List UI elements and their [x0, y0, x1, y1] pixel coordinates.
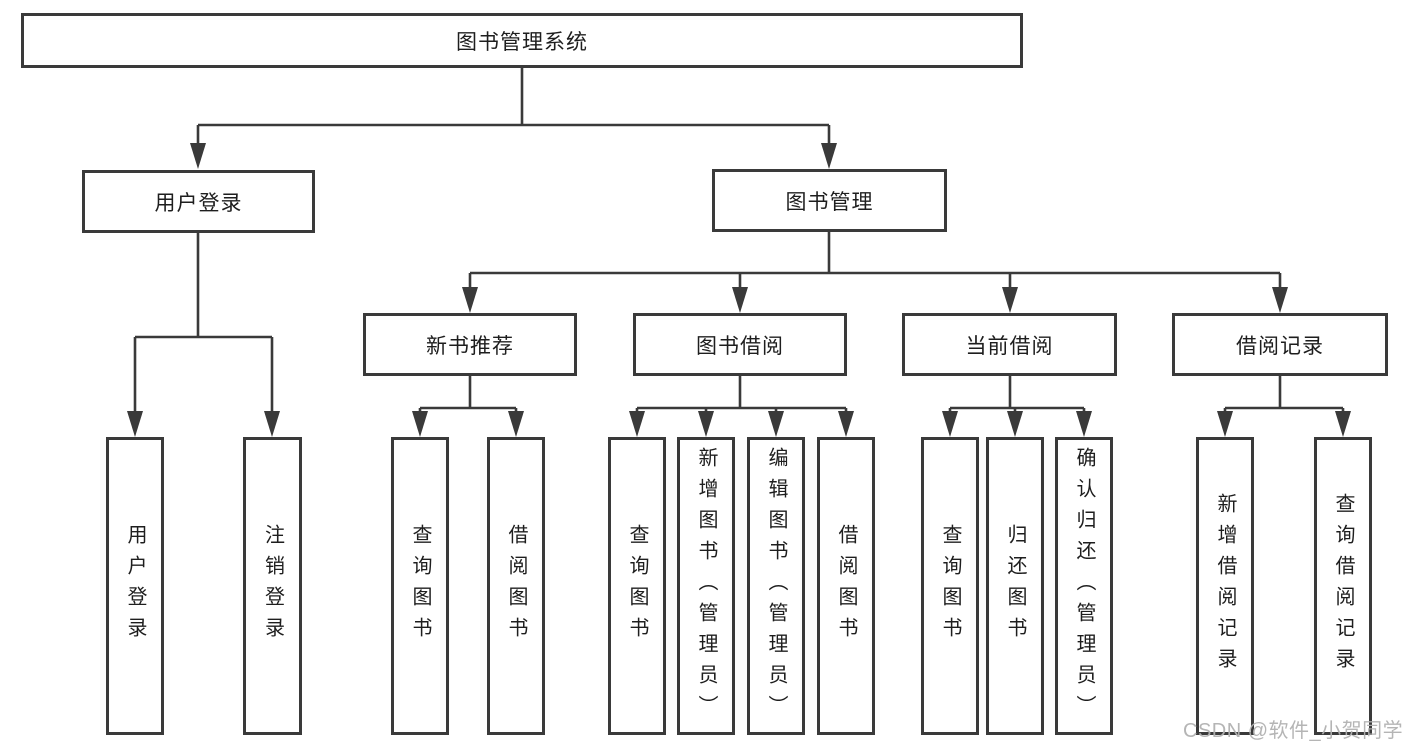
leaf-label: 归还图书: [1004, 524, 1026, 648]
leaf-return-books: 归还图书: [986, 437, 1044, 735]
leaf-add-borrow-record: 新增借阅记录: [1196, 437, 1254, 735]
node-label: 当前借阅: [965, 334, 1054, 358]
leaf-label: 用户登录: [124, 524, 146, 648]
node-label: 新书推荐: [426, 334, 514, 358]
node-label: 借阅记录: [1236, 334, 1324, 358]
leaf-borrow-books-recommend: 借阅图书: [487, 437, 545, 735]
leaf-query-books-recommend: 查询图书: [391, 437, 449, 735]
leaf-label: 查询借阅记录: [1332, 493, 1354, 679]
leaf-label: 注销登录: [261, 524, 284, 648]
leaf-label: 查询图书: [939, 524, 961, 648]
node-book-borrow: 图书借阅: [633, 313, 847, 376]
node-book-management: 图书管理: [712, 169, 947, 232]
leaf-label: 借阅图书: [835, 524, 857, 648]
leaf-label: 新增图书（管理员）: [695, 446, 717, 726]
leaf-user-login: 用户登录: [106, 437, 164, 735]
node-borrow-records: 借阅记录: [1172, 313, 1388, 376]
node-user-login: 用户登录: [82, 170, 315, 233]
node-label: 图书管理: [785, 190, 874, 214]
leaf-label: 确认归还（管理员）: [1073, 446, 1095, 726]
leaf-query-books-borrow: 查询图书: [608, 437, 666, 735]
node-root-library-system: 图书管理系统: [21, 13, 1023, 68]
leaf-add-books-admin: 新增图书（管理员）: [677, 437, 735, 735]
leaf-edit-books-admin: 编辑图书（管理员）: [747, 437, 805, 735]
leaf-label: 借阅图书: [505, 524, 527, 648]
leaf-label: 查询图书: [626, 524, 648, 648]
node-label: 图书借阅: [696, 334, 784, 358]
leaf-label: 新增借阅记录: [1214, 493, 1236, 679]
node-label: 图书管理系统: [456, 30, 588, 54]
leaf-query-books-current: 查询图书: [921, 437, 979, 735]
node-current-borrow: 当前借阅: [902, 313, 1117, 376]
leaf-borrow-books: 借阅图书: [817, 437, 875, 735]
node-label: 用户登录: [154, 191, 243, 215]
leaf-label: 查询图书: [409, 524, 431, 648]
csdn-watermark: CSDN @软件_小贺同学: [1183, 720, 1404, 742]
leaf-query-borrow-record: 查询借阅记录: [1314, 437, 1372, 735]
leaf-logout: 注销登录: [243, 437, 302, 735]
leaf-label: 编辑图书（管理员）: [765, 446, 787, 726]
node-new-book-recommend: 新书推荐: [363, 313, 577, 376]
leaf-confirm-return-admin: 确认归还（管理员）: [1055, 437, 1113, 735]
